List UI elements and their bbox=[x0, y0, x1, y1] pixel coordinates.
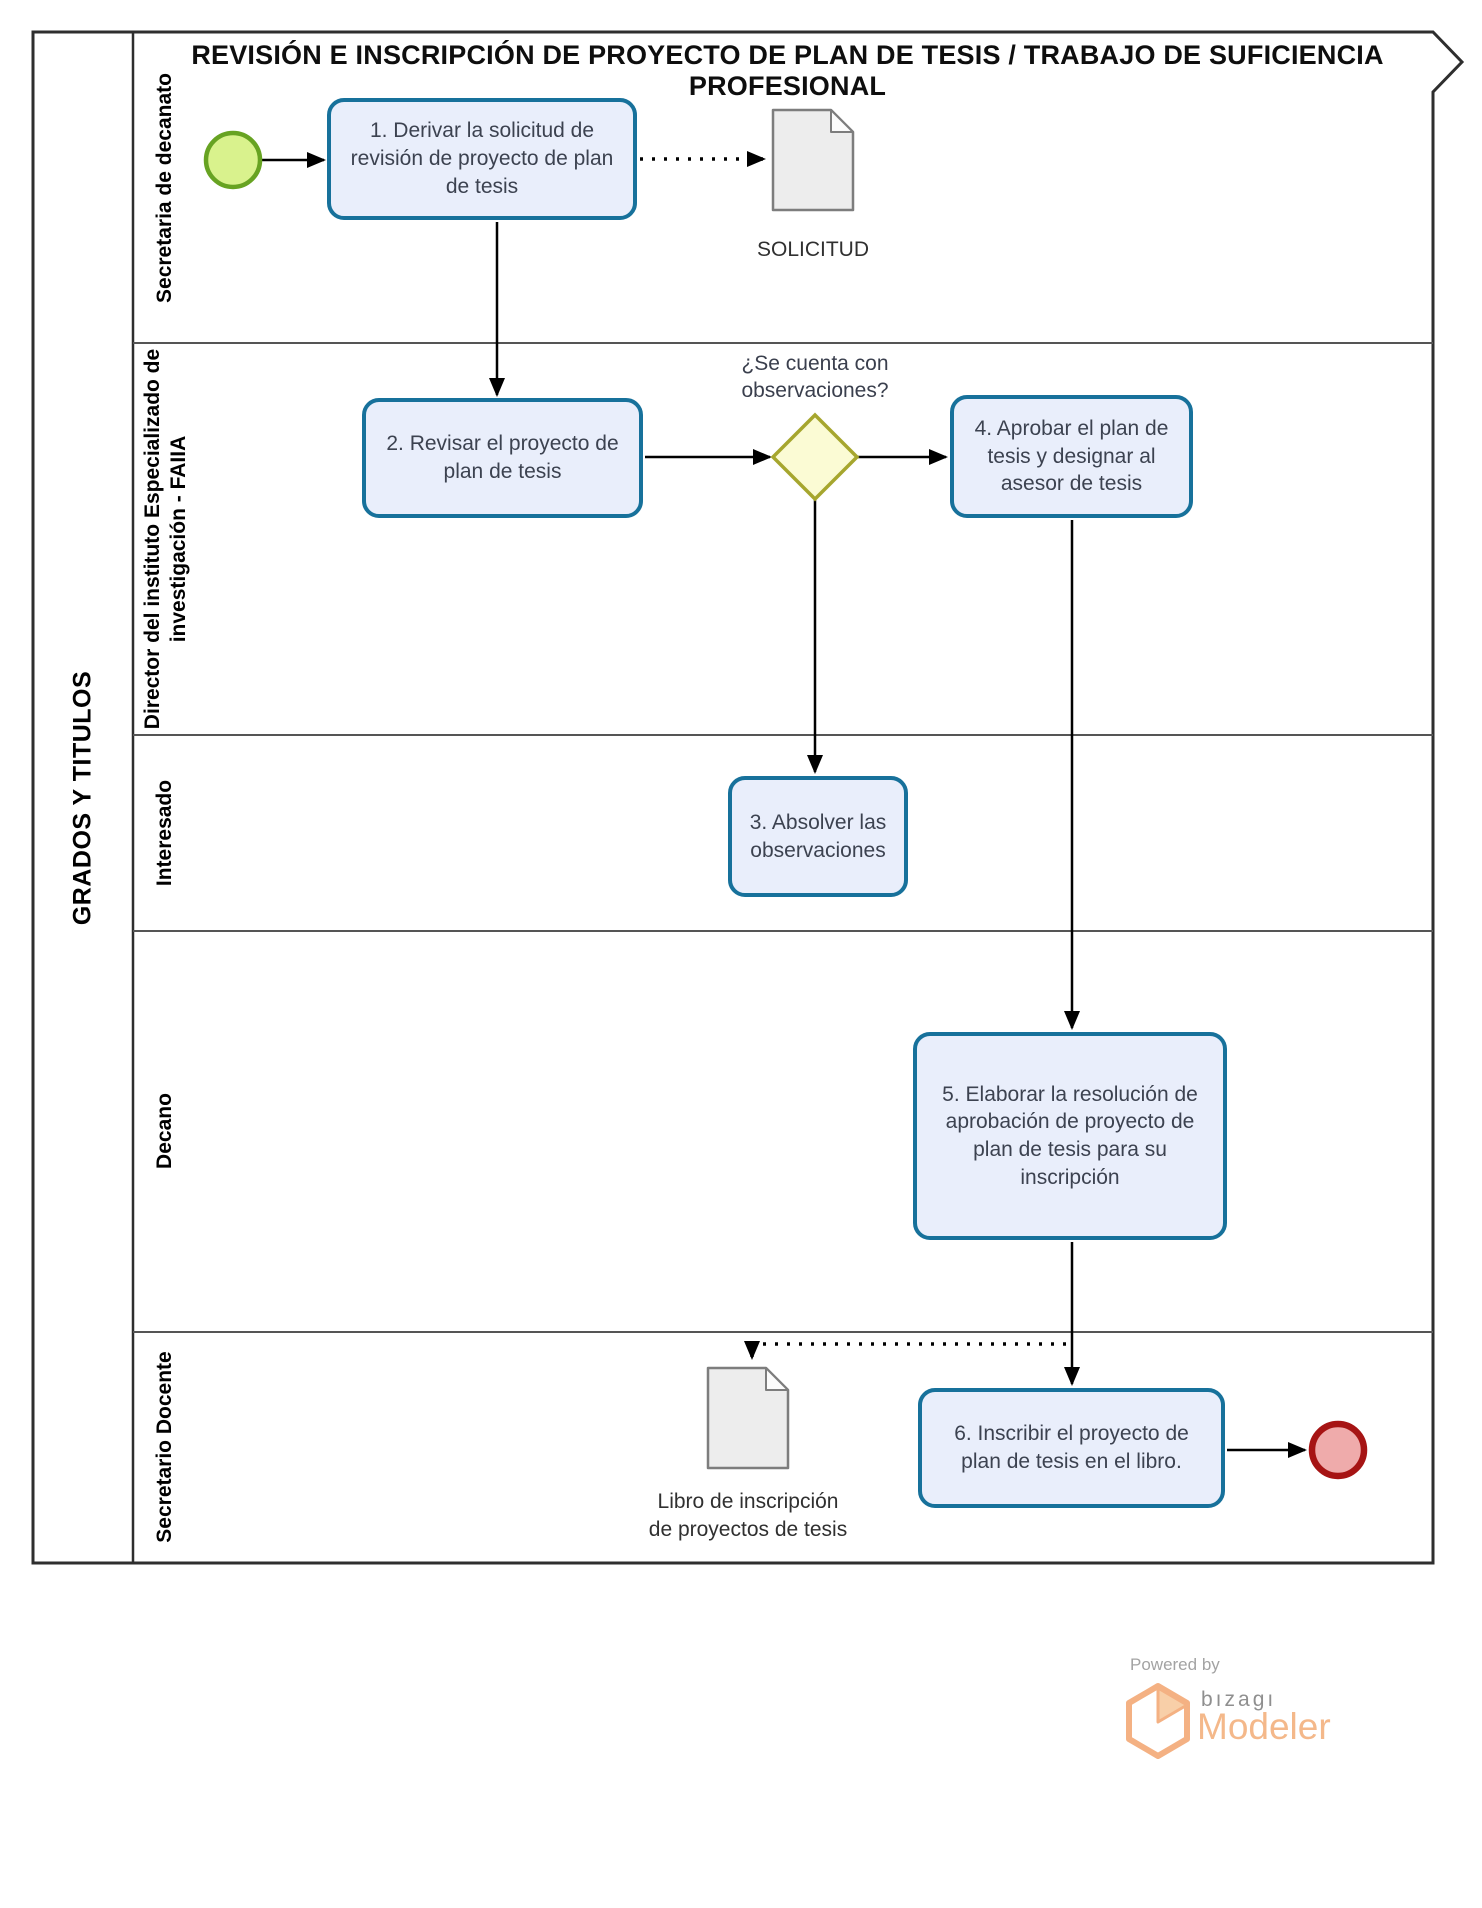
lane-label-interesado: Interesado bbox=[152, 779, 176, 887]
task-4-aprobar-plan[interactable]: 4. Aprobar el plan de tesis y designar a… bbox=[950, 395, 1193, 518]
bizagi-brand-text: bızagı bbox=[1201, 1688, 1277, 1711]
document-label-libro: Libro de inscripción de proyectos de tes… bbox=[648, 1490, 848, 1541]
bizagi-logo-icon bbox=[1126, 1683, 1190, 1759]
document-fold-corner bbox=[830, 109, 854, 133]
lane-label-director-instituto: Director del instituto Especializado de … bbox=[140, 348, 190, 730]
document-solicitud[interactable] bbox=[771, 108, 855, 212]
document-fold-corner bbox=[765, 1367, 789, 1391]
pool-frame bbox=[31, 30, 1465, 1565]
exclusive-gateway[interactable] bbox=[770, 412, 860, 502]
document-libro[interactable] bbox=[706, 1366, 790, 1470]
document-shape bbox=[706, 1366, 790, 1470]
lane-label-secretario-docente: Secretario Docente bbox=[152, 1351, 176, 1543]
lane-label-secretaria-de-decanato: Secretaria de decanato bbox=[152, 73, 176, 303]
powered-by-text: Powered by bbox=[1130, 1655, 1220, 1674]
diagram-title: REVISIÓN E INSCRIPCIÓN DE PROYECTO DE PL… bbox=[191, 40, 1384, 101]
task-1-derivar-solicitud[interactable]: 1. Derivar la solicitud de revisión de p… bbox=[327, 98, 637, 220]
gateway-question-label: ¿Se cuenta con observaciones? bbox=[741, 352, 889, 403]
pool-label: GRADOS Y TITULOS bbox=[68, 670, 97, 926]
end-event[interactable] bbox=[1308, 1420, 1368, 1480]
document-label-solicitud: SOLICITUD bbox=[756, 238, 869, 261]
start-event[interactable] bbox=[203, 130, 263, 190]
association-task6-to-libro bbox=[744, 1341, 1066, 1360]
task-5-elaborar-resolucion[interactable]: 5. Elaborar la resolución de aprobación … bbox=[913, 1032, 1227, 1240]
task-2-revisar-proyecto[interactable]: 2. Revisar el proyecto de plan de tesis bbox=[362, 398, 643, 518]
document-shape bbox=[771, 108, 855, 212]
modeler-product-text: Modeler bbox=[1197, 1706, 1331, 1747]
lane-label-decano: Decano bbox=[152, 1093, 176, 1169]
hexagon-fold-icon bbox=[1156, 1686, 1189, 1724]
task-3-absolver-observaciones[interactable]: 3. Absolver las observaciones bbox=[728, 776, 908, 897]
task-6-inscribir-proyecto[interactable]: 6. Inscribir el proyecto de plan de tesi… bbox=[918, 1388, 1225, 1508]
